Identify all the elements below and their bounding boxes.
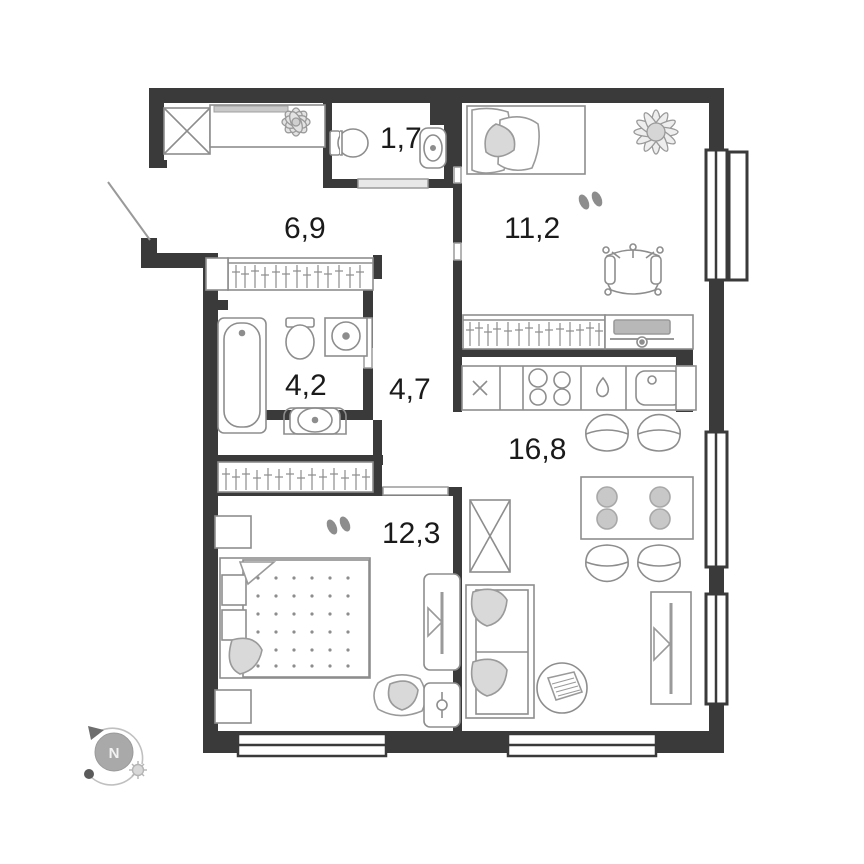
dining-table [580, 476, 694, 540]
wall-bath-left-nib [218, 300, 228, 310]
sun-path-arc-lower [89, 771, 137, 786]
dining-chair-4 [637, 544, 681, 583]
window-right-top [704, 148, 749, 282]
nightstand-left-top [214, 515, 252, 549]
wall-wc-nib [430, 103, 444, 125]
wc-washbasin [419, 127, 447, 169]
water-drop-icon [596, 376, 610, 398]
window-right-middle [704, 430, 729, 569]
bathtub [217, 317, 267, 434]
wardrobe-bedroom1 [462, 314, 606, 350]
nightstand-left-bottom [214, 689, 252, 724]
room-area-hall: 6,9 [284, 212, 326, 245]
round-rug [536, 662, 588, 714]
furniture-group [163, 104, 697, 728]
office-chair [602, 243, 664, 296]
wall-entry-step-horz [141, 253, 217, 268]
sofa [465, 584, 535, 719]
kitchen-sink-icon [635, 370, 683, 406]
wall-bath-right-a [363, 268, 373, 318]
wall-kitchen-left [453, 357, 462, 412]
double-bed [219, 557, 371, 679]
wall-bedroom1-left-b [453, 183, 462, 243]
window-bottom-left [236, 732, 388, 758]
room-area-wc: 1,7 [380, 122, 422, 155]
dresser-bedroom2 [423, 573, 461, 671]
door-bedroom1-b [453, 242, 462, 261]
wall-wardrobe-bed2-top [218, 455, 383, 465]
wall-corridor-left [373, 420, 382, 490]
bathroom-toilet [285, 317, 315, 360]
washing-machine [324, 317, 368, 357]
tv-unit-living [650, 591, 692, 705]
wall-wc-left [323, 103, 332, 188]
room-area-bathroom: 4,2 [285, 369, 327, 402]
room-area-bedroom1: 11,2 [504, 212, 561, 245]
wardrobe-bedroom2-top [217, 461, 374, 493]
kitchen-counter [461, 365, 697, 411]
wall-kitchen-top [453, 348, 693, 357]
wall-left-jog-a [149, 160, 167, 168]
potted-plant-hall [281, 107, 311, 137]
wall-wardrobe-hall-r [373, 255, 382, 279]
wall-left-upper [149, 88, 164, 168]
side-table-bedroom2 [423, 682, 461, 728]
wall-left-lower [203, 268, 218, 738]
compass-north-letter: N [109, 745, 120, 762]
window-right-bottom [704, 592, 729, 706]
slippers-bedroom1 [578, 191, 603, 210]
wall-bath-right-c [363, 368, 373, 420]
wc-toilet [329, 128, 369, 158]
wall-top [149, 88, 724, 103]
potted-plant-bedroom1 [633, 109, 679, 155]
wardrobe-hall-bathroom [205, 257, 374, 291]
sun-icon [129, 761, 147, 779]
dishwasher-icon [472, 380, 488, 396]
window-bottom-right [506, 732, 658, 758]
storage-cabinet-living [469, 499, 511, 573]
door-bedroom1 [453, 166, 462, 184]
wall-bedroom1-left-a [453, 103, 462, 167]
entrance-door [107, 181, 151, 241]
room-area-corridor: 4,7 [389, 373, 431, 406]
wall-wc-right [444, 103, 453, 188]
single-bed [466, 105, 586, 175]
room-area-bedroom2: 12,3 [382, 517, 441, 550]
slippers-bedroom2 [326, 516, 351, 535]
armchair-bedroom2 [373, 674, 427, 717]
wc-door [357, 178, 429, 189]
tv-console [604, 314, 694, 350]
windows-group [236, 148, 749, 758]
dining-chair-2 [637, 413, 681, 452]
wall-bedroom1-left-c [453, 260, 462, 355]
sun-path-arc [97, 727, 144, 765]
north-arrow-icon [88, 726, 104, 740]
compass-rose: N [84, 726, 147, 786]
dining-chair-3 [585, 544, 629, 583]
sunset-dot-icon [84, 769, 94, 779]
dining-chair-1 [585, 413, 629, 452]
door-bedroom2 [382, 486, 449, 496]
cooktop-icon [528, 368, 571, 406]
bathroom-washbasin [283, 407, 347, 435]
compass-disc [94, 732, 134, 772]
room-area-living: 16,8 [508, 433, 567, 466]
meter-box [163, 107, 211, 155]
